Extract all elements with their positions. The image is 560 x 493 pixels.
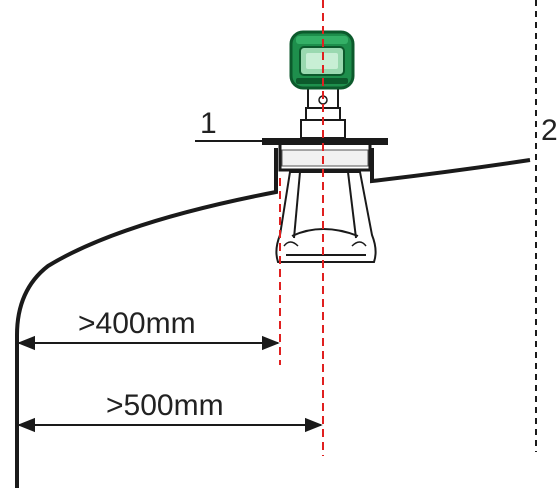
radar-level-sensor-icon	[289, 30, 355, 90]
vessel-roof	[370, 148, 531, 184]
horn-antenna	[275, 171, 377, 263]
dimension-400-label: >400mm	[78, 307, 196, 340]
dimension-500-label: >500mm	[106, 389, 224, 422]
vessel-wall	[15, 148, 278, 488]
vessel-centre-marker-label: 2	[541, 114, 558, 147]
nozzle-band	[281, 149, 369, 167]
flange-plate	[262, 138, 388, 145]
nozzle-marker-label: 1	[200, 107, 217, 140]
